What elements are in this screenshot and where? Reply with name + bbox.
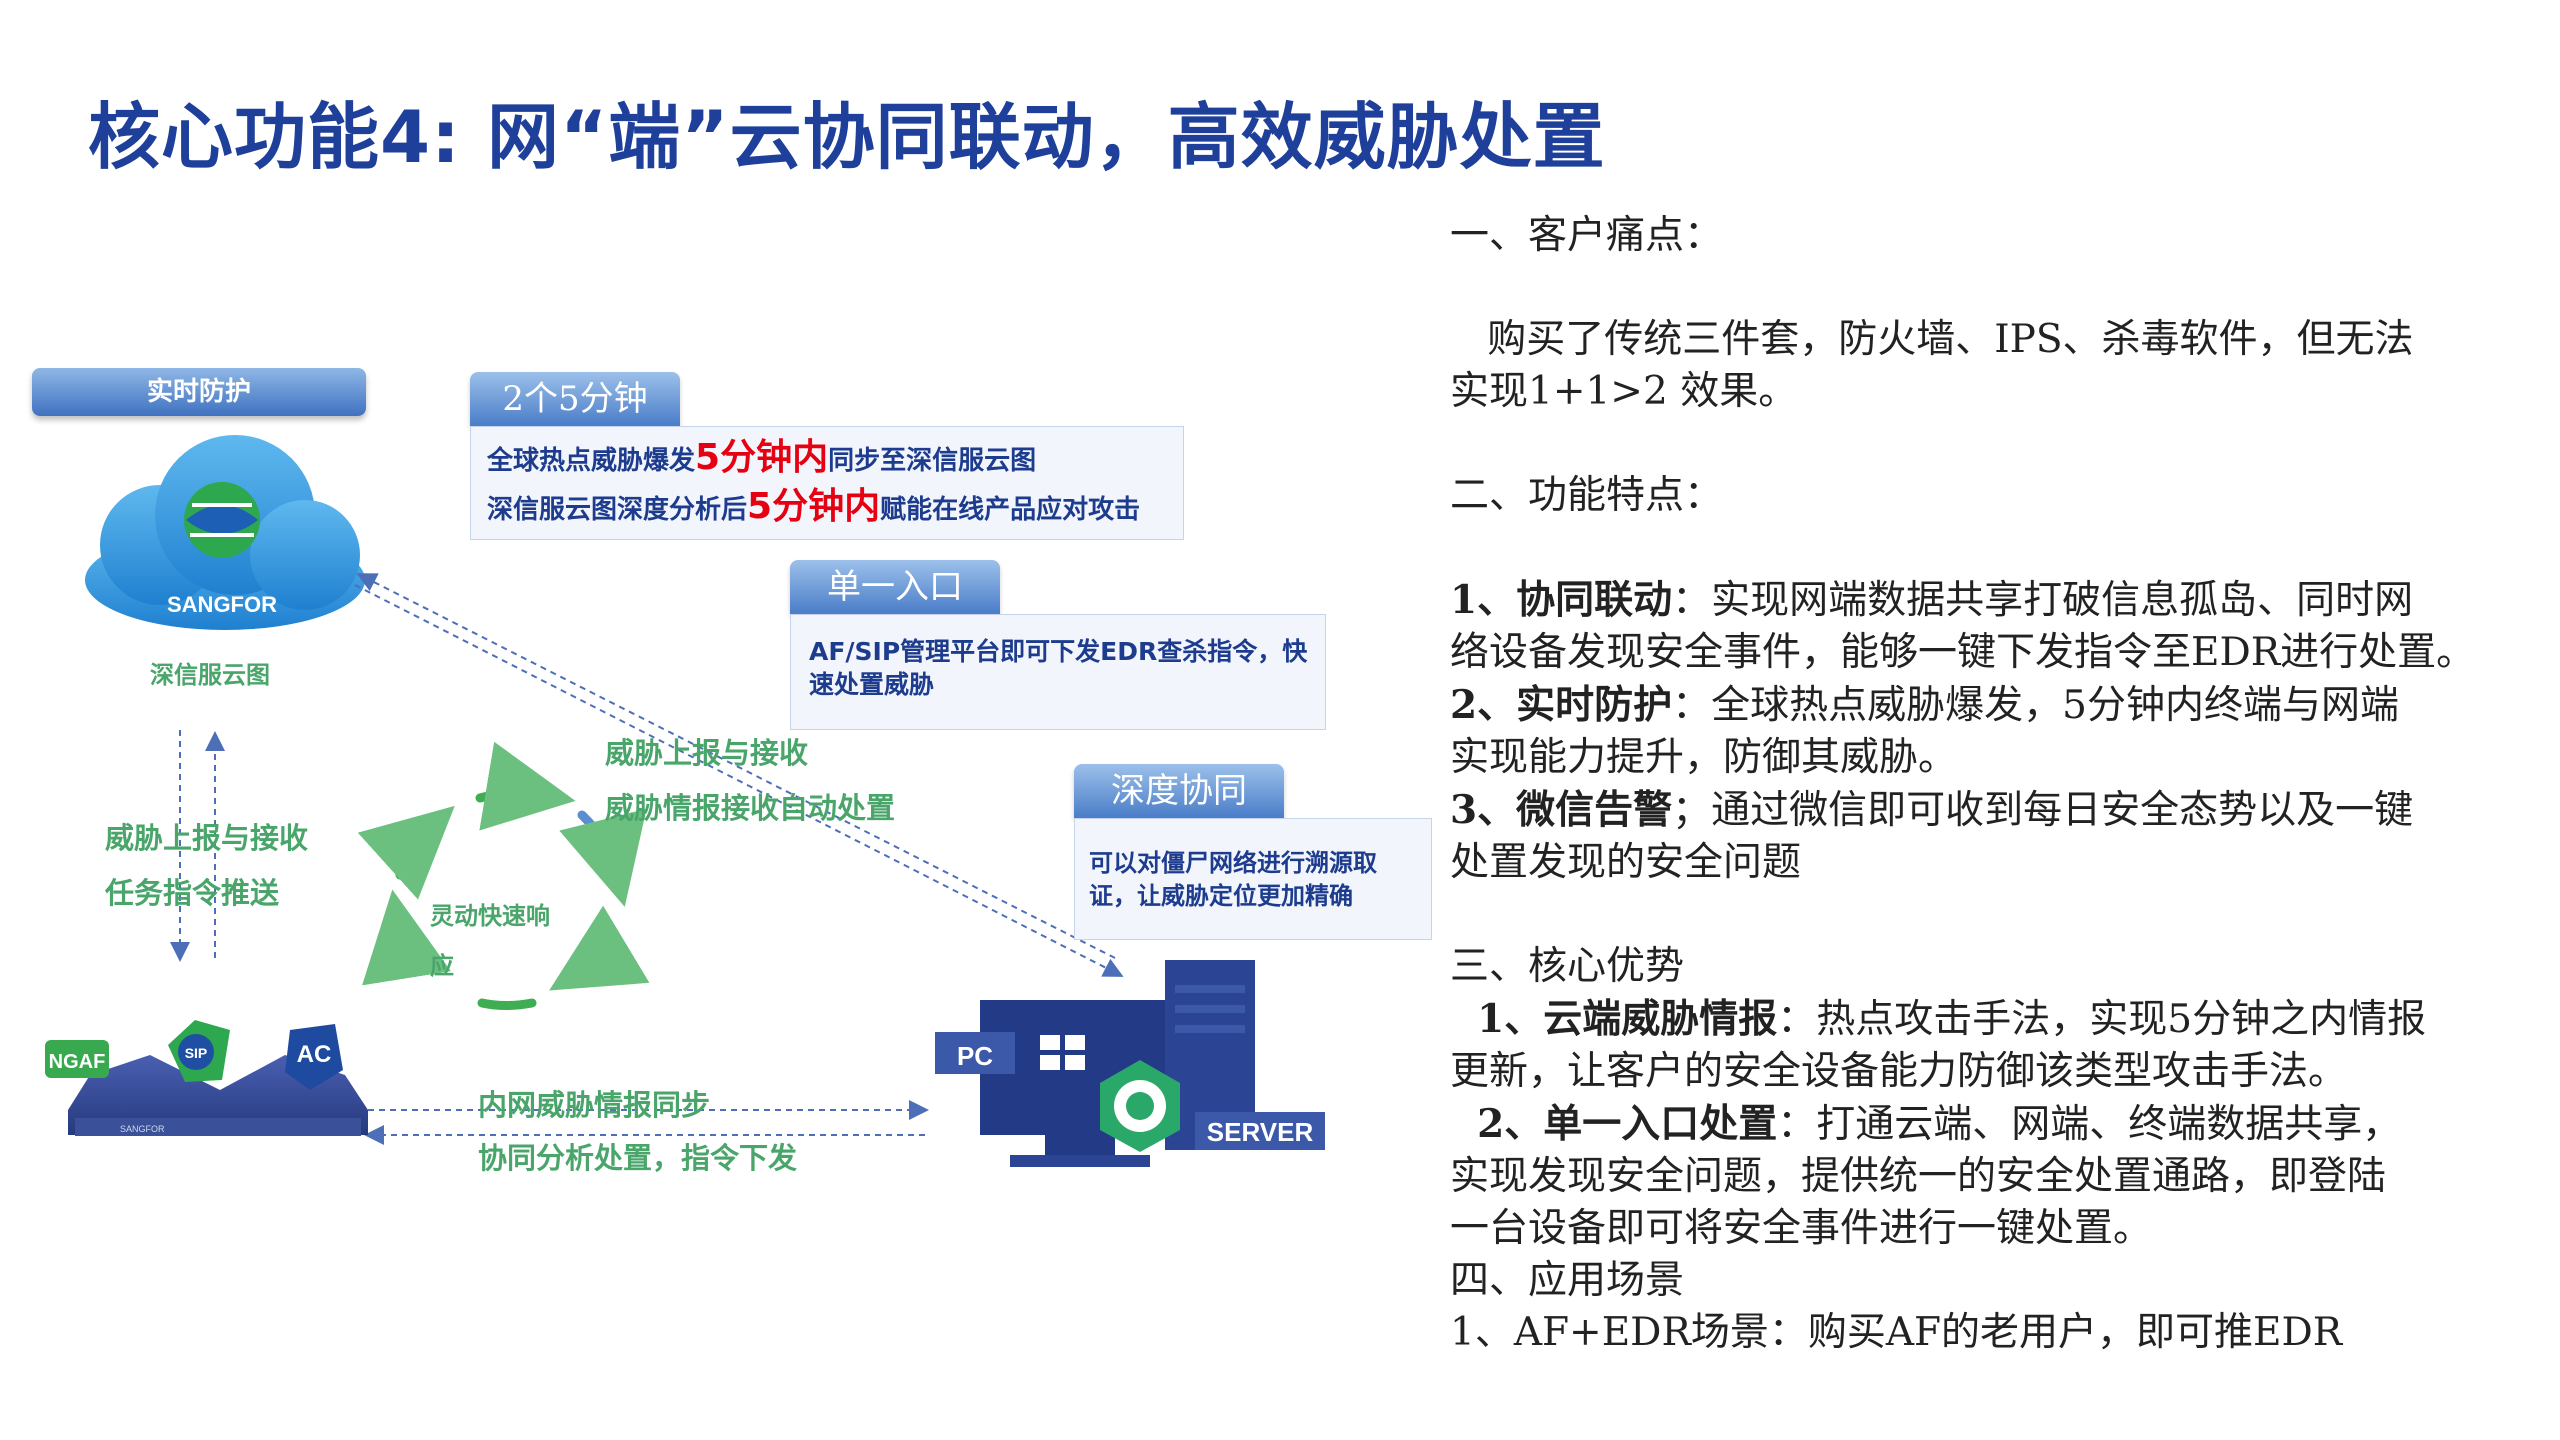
feature3-title: 3、微信告警 — [1450, 787, 1673, 833]
device-ac-label: AC — [297, 1041, 332, 1068]
label-collab-analysis: 协同分析处置，指令下发 — [478, 1141, 798, 1175]
realtime-protection-pill: 实时防护 — [32, 368, 366, 416]
section1-line2: 实现1+1>2 效果。 — [1450, 369, 1798, 414]
feature3-line2: 处置发现的安全问题 — [1450, 840, 1802, 885]
label-diag-report: 威胁上报与接收 — [605, 736, 809, 770]
feature2-title: 2、实时防护 — [1450, 682, 1673, 728]
adv2-line2: 实现发现安全问题，提供统一的安全处置通路，即登陆 — [1450, 1154, 2387, 1199]
cycle-label-1: 灵动快速响 — [430, 902, 550, 930]
section1-line1: 购买了传统三件套，防火墙、IPS、杀毒软件，但无法 — [1450, 317, 2414, 362]
feature2-line2: 实现能力提升，防御其威胁。 — [1450, 735, 1958, 780]
tag-deep-collab: 深度协同 — [1074, 764, 1284, 818]
feature1-line2: 络设备发现安全事件，能够一键下发指令至EDR进行处置。 — [1450, 630, 2476, 675]
device-sip-label: SIP — [185, 1045, 208, 1061]
section3-heading: 三、核心优势 — [1450, 944, 1685, 989]
feature1-text: ：实现网端数据共享打破信息孤岛、同时网 — [1672, 578, 2414, 623]
network-device-icon — [45, 1020, 368, 1136]
device-ngaf-label: NGAF — [49, 1051, 106, 1073]
adv1-title: 1、云端威胁情报 — [1450, 996, 1778, 1042]
box1-line2-post: 赋能在线产品应对攻击 — [880, 495, 1141, 525]
cloud-icon — [85, 435, 365, 630]
pc-server-icon — [935, 960, 1325, 1167]
adv1-line1: 1、云端威胁情报：热点攻击手法，实现5分钟之内情报 — [1450, 993, 2545, 1046]
box1-line1-post: 同步至深信服云图 — [828, 446, 1037, 476]
device-brand: SANGFOR — [120, 1124, 165, 1134]
server-label: SERVER — [1207, 1117, 1314, 1147]
box1-line2-highlight: 5分钟内 — [747, 486, 881, 527]
box-deep-collab: 可以对僵尸网络进行溯源取证，让威胁定位更加精确 — [1074, 818, 1432, 940]
label-sync-intel: 内网威胁情报同步 — [478, 1088, 711, 1122]
box1-line1: 全球热点威胁爆发5分钟内同步至深信服云图 — [487, 435, 1183, 484]
feature2-line1: 2、实时防护：全球热点威胁爆发，5分钟内终端与网端 — [1450, 679, 2545, 732]
section4-heading: 四、应用场景 — [1450, 1258, 1685, 1303]
box-two-five: 全球热点威胁爆发5分钟内同步至深信服云图 深信服云图深度分析后5分钟内赋能在线产… — [470, 426, 1184, 540]
tag-single-entry: 单一入口 — [790, 560, 1000, 614]
adv2-line1: 2、单一入口处置：打通云端、网端、终端数据共享， — [1450, 1098, 2545, 1151]
adv1-text: ：热点攻击手法，实现5分钟之内情报 — [1777, 997, 2427, 1042]
cloud-logo-text: SANGFOR — [167, 592, 277, 617]
feature2-text: ：全球热点威胁爆发，5分钟内终端与网端 — [1672, 683, 2399, 728]
right-text-column: 一、客户痛点： 购买了传统三件套，防火墙、IPS、杀毒软件，但无法 实现1+1>… — [1450, 210, 2545, 1359]
adv2-line3: 一台设备即可将安全事件进行一键处置。 — [1450, 1206, 2153, 1251]
label-left-task: 任务指令推送 — [105, 876, 280, 910]
page-title: 核心功能4: 网“端”云协同联动，高效威胁处置 — [88, 95, 1606, 179]
label-left-report: 威胁上报与接收 — [105, 821, 309, 855]
adv2-text: ：打通云端、网端、终端数据共享， — [1777, 1102, 2402, 1147]
pc-label: PC — [957, 1041, 993, 1071]
section1-heading: 一、客户痛点： — [1450, 213, 1724, 258]
feature1-line1: 1、协同联动：实现网端数据共享打破信息孤岛、同时网 — [1450, 574, 2545, 627]
arrow-diag-up — [356, 573, 1116, 959]
label-diag-auto: 威胁情报接收自动处置 — [605, 791, 896, 825]
box1-line2: 深信服云图深度分析后5分钟内赋能在线产品应对攻击 — [487, 484, 1183, 533]
tag-two-five-minutes: 2个5分钟 — [470, 372, 680, 426]
diagram-graphics: SANGFOR NGAF SIP AC SANGFOR — [45, 435, 1325, 1167]
section2-heading: 二、功能特点： — [1450, 473, 1724, 518]
adv2-title: 2、单一入口处置 — [1450, 1101, 1778, 1147]
feature3-line1: 3、微信告警；通过微信即可收到每日安全态势以及一键 — [1450, 784, 2545, 837]
arrow-diag-down — [354, 584, 1124, 977]
feature1-title: 1、协同联动 — [1450, 577, 1673, 623]
cycle-label-2: 应 — [430, 952, 454, 980]
box1-line1-highlight: 5分钟内 — [695, 437, 829, 478]
cloud-label: 深信服云图 — [150, 661, 270, 689]
adv1-line2: 更新，让客户的安全设备能力防御该类型攻击手法。 — [1450, 1049, 2348, 1094]
feature3-text: ；通过微信即可收到每日安全态势以及一键 — [1672, 788, 2414, 833]
box1-line2-pre: 深信服云图深度分析后 — [487, 495, 748, 525]
box-single-entry: AF/SIP管理平台即可下发EDR查杀指令，快速处置威胁 — [790, 614, 1326, 730]
cycle-icon — [357, 741, 650, 1010]
box1-line1-pre: 全球热点威胁爆发 — [487, 446, 696, 476]
usecase1: 1、AF+EDR场景：购买AF的老用户，即可推EDR — [1450, 1310, 2343, 1355]
